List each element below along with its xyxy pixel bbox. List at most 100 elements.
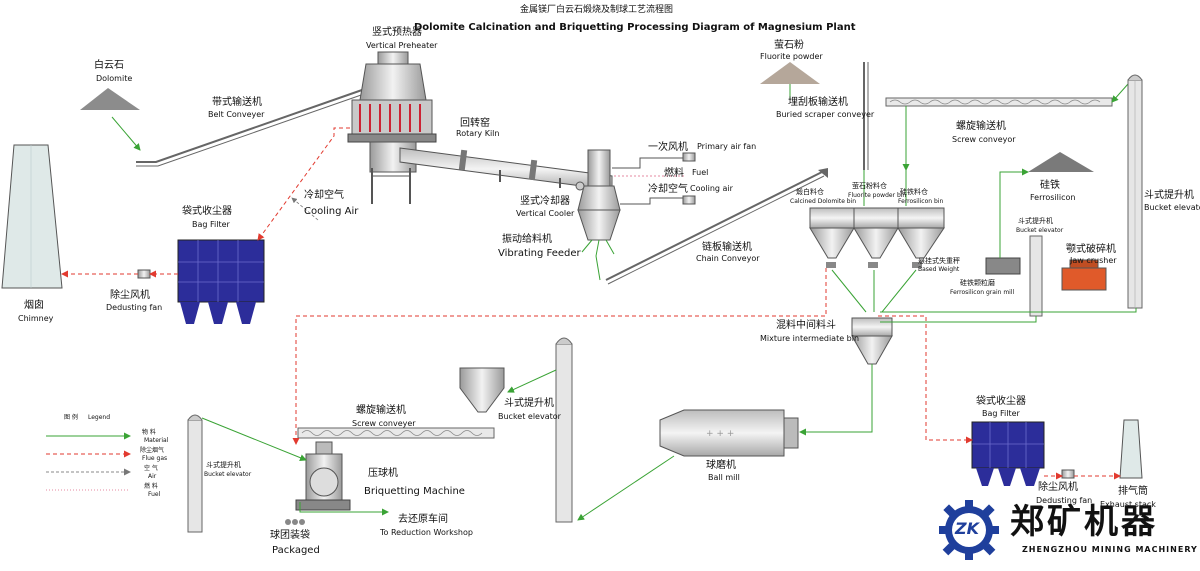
dedusting-fan-right-label-zh: 除尘风机 xyxy=(1038,482,1078,493)
to-reduction-label-zh: 去还原车间 xyxy=(398,514,448,525)
ferrosilicon-label-en: Ferrosilicon xyxy=(1030,193,1076,202)
fluorite-pile xyxy=(760,62,820,84)
bag-filter-left-label-zh: 袋式收尘器 xyxy=(182,206,232,217)
dedusting-fan-right xyxy=(1061,469,1075,479)
vertical-cooler-label-en: Vertical Cooler xyxy=(516,209,575,218)
ball-mill: + + + xyxy=(659,409,799,457)
batching-bins xyxy=(809,207,945,268)
logo-text: ZK xyxy=(955,519,979,538)
dedusting-fan-right-label-en: Dedusting fan xyxy=(1036,496,1093,505)
vertical-preheater xyxy=(347,51,437,173)
bucket-elevator-mid xyxy=(1029,235,1043,317)
to-reduction-label-en: To Reduction Workshop xyxy=(380,528,473,537)
screw-conveyor-top-label-en: Screw conveyor xyxy=(952,135,1016,144)
bag-filter-left xyxy=(177,239,265,324)
primary-air-fan-label-zh: 一次风机 xyxy=(648,142,688,153)
hopper xyxy=(459,367,505,413)
ball-mill-label-en: Ball mill xyxy=(708,473,740,482)
bucket-elevator-left-label-en: Bucket elevator xyxy=(204,471,252,478)
screw-conveyor-bottom-label-en: Screw conveyer xyxy=(352,419,416,428)
calcined-bin-label-zh: 煅白料仓 xyxy=(796,188,824,196)
dolomite-label-en: Dolomite xyxy=(96,74,133,83)
ferrosilicon-pile xyxy=(1028,152,1094,172)
based-weight-label-zh: 悬挂式失重秤 xyxy=(918,257,960,265)
fluorite-bin-label-en: Fluorite powder bin xyxy=(848,192,907,199)
ferrosilicon-bin-label-zh: 硅铁料仓 xyxy=(900,188,928,196)
briquetting-machine-label-en: Briquetting Machine xyxy=(364,486,465,497)
dolomite-label-zh: 白云石 xyxy=(94,60,124,71)
title-en: Dolomite Calcination and Briquetting Pro… xyxy=(414,22,856,33)
vertical-preheater-label-zh: 竖式预热器 xyxy=(372,27,422,38)
bucket-elevator-center-label-en: Bucket elevator xyxy=(498,412,561,421)
screw-conveyor-top xyxy=(885,97,1113,107)
bucket-elevator-mid-label-en: Bucket elevator xyxy=(1016,227,1064,234)
bag-filter-right-label-zh: 袋式收尘器 xyxy=(976,396,1026,407)
legend-fuel-en: Fuel xyxy=(148,491,161,498)
bucket-elevator-left xyxy=(187,414,203,533)
screw-conveyor-top-label-zh: 螺旋输送机 xyxy=(956,121,1006,132)
briquetting-machine xyxy=(295,441,351,511)
calcined-bin-label-en: Calcined Dolomite bin xyxy=(790,198,857,205)
ferrosilicon-grain-mill xyxy=(985,257,1021,275)
ferrosilicon-label-zh: 硅铁 xyxy=(1040,180,1060,191)
chimney-label-en: Chimney xyxy=(18,314,54,323)
brand-name-en: ZHENGZHOU MINING MACHINERY xyxy=(1022,545,1198,554)
vibrating-feeder-label-zh: 振动给料机 xyxy=(502,234,552,245)
screw-conveyor-bottom-label-zh: 螺旋输送机 xyxy=(356,405,406,416)
fuel-label-zh: 燃料 xyxy=(664,168,684,179)
mixture-bin-label-en: Mixture intermediate bin xyxy=(760,334,860,343)
gear-logo-icon xyxy=(939,500,999,560)
dedusting-fan-left xyxy=(137,269,151,279)
chain-conveyor xyxy=(605,168,828,285)
primary-air-fan xyxy=(612,152,696,169)
buried-scraper-label-en: Buried scraper conveyer xyxy=(776,110,875,119)
fuel-label-en: Fuel xyxy=(692,168,709,177)
briquetting-machine-label-zh: 压球机 xyxy=(368,468,398,479)
legend-material-zh: 物 料 xyxy=(142,429,156,436)
legend-air-zh: 空 气 xyxy=(144,465,158,472)
fluorite-bin-label-zh: 萤石粉料仓 xyxy=(852,182,887,190)
legend-flue-en: Flue gas xyxy=(142,455,168,462)
belt-conveyor-label-zh: 带式输送机 xyxy=(212,97,262,108)
rotary-kiln xyxy=(371,147,613,204)
exhaust-stack xyxy=(1119,419,1143,479)
jaw-crusher-label-en: Jaw crusher xyxy=(1070,256,1117,265)
chimney xyxy=(1,144,63,289)
vertical-cooler xyxy=(575,181,621,281)
cooling-air-left-label-zh: 冷却空气 xyxy=(304,190,344,201)
based-weight-label-en: Based Weight xyxy=(918,266,960,273)
ball-mill-label-zh: 球磨机 xyxy=(706,460,736,471)
bucket-elevator-mid-label-zh: 斗式提升机 xyxy=(1018,217,1053,225)
title-zh: 金属镁厂白云石煅烧及制球工艺流程图 xyxy=(520,5,674,15)
cooling-air-right-label-en: Cooling air xyxy=(690,184,733,193)
buried-scraper-label-zh: 埋刮板输送机 xyxy=(788,97,848,108)
legend-material-en: Material xyxy=(144,437,169,444)
packaged-label-en: Packaged xyxy=(272,545,320,556)
legend-title-en: Legend xyxy=(88,414,111,421)
dolomite-pile xyxy=(80,88,140,110)
legend-flue-zh: 除尘烟气 xyxy=(140,447,165,454)
exhaust-stack-label-en: Exhaust stack xyxy=(1100,500,1156,509)
legend-fuel-zh: 燃 料 xyxy=(144,483,158,490)
fluorite-label-en: Fluorite powder xyxy=(760,52,823,61)
bag-filter-right xyxy=(971,421,1045,486)
bag-filter-left-label-en: Bag Filter xyxy=(192,220,230,229)
dedusting-fan-left-label-en: Dedusting fan xyxy=(106,303,163,312)
exhaust-stack-label-zh: 排气筒 xyxy=(1118,486,1148,497)
rotary-kiln-label-en: Rotary Kiln xyxy=(456,129,500,138)
cooling-air-right-label-zh: 冷却空气 xyxy=(648,184,688,195)
rotary-kiln-label-zh: 回转窑 xyxy=(460,118,490,129)
grain-mill-label-zh: 硅铁颗粒磨 xyxy=(960,279,995,287)
svg-text:+ + +: + + + xyxy=(706,429,734,439)
ferrosilicon-bin-label-en: Ferrosilicon bin xyxy=(898,198,944,205)
chain-conveyor-label-en: Chain Conveyor xyxy=(696,254,760,263)
cooling-air-fan xyxy=(620,195,696,205)
chimney-label-zh: 烟囱 xyxy=(24,300,44,311)
vertical-cooler-label-zh: 竖式冷却器 xyxy=(520,196,570,207)
brand-name-zh: 郑矿机器 xyxy=(1010,502,1158,542)
packaged-label-zh: 球团装袋 xyxy=(270,530,310,541)
bucket-elevator-center-label-zh: 斗式提升机 xyxy=(504,398,554,409)
bucket-elevator-left-label-zh: 斗式提升机 xyxy=(206,461,241,469)
primary-air-fan-label-en: Primary air fan xyxy=(697,142,757,151)
